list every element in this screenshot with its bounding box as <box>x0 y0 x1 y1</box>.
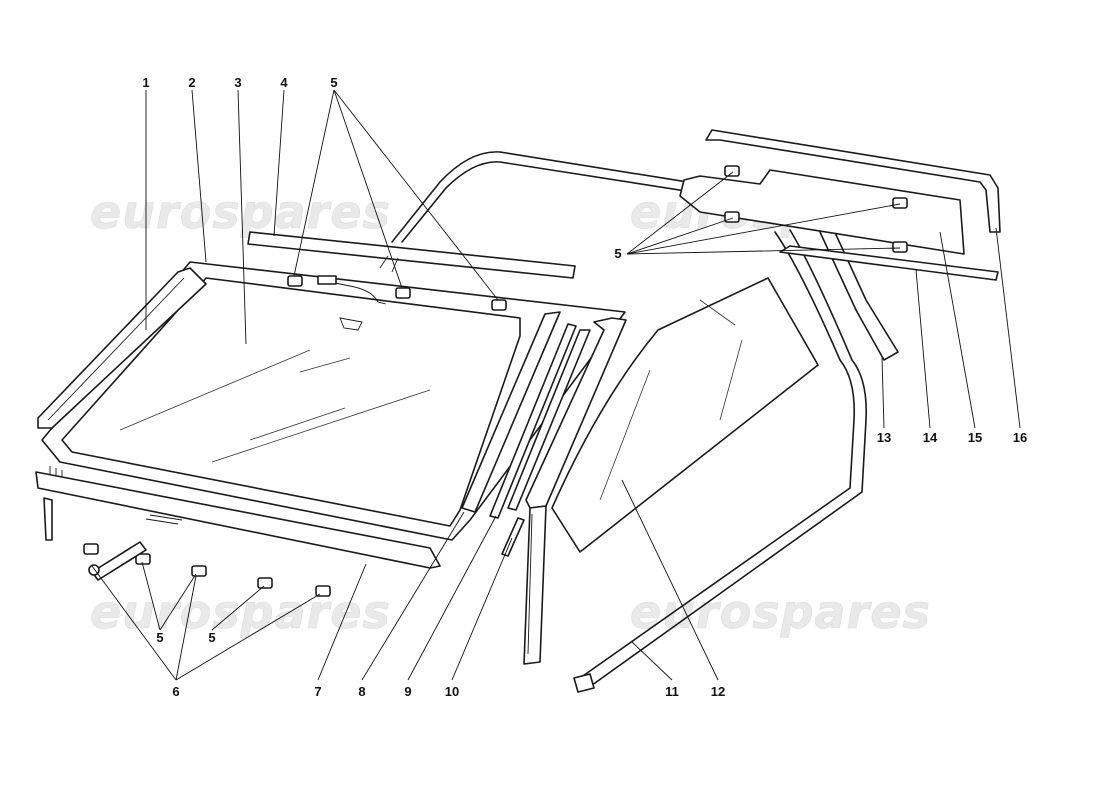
callout-7: 7 <box>314 684 321 699</box>
watermark-bottom-left: eurospares <box>90 585 391 639</box>
callout-4: 4 <box>280 75 288 90</box>
callout-3: 3 <box>234 75 241 90</box>
part-pillar-strips <box>461 311 627 665</box>
callout-5-top: 5 <box>330 75 337 90</box>
callout-10: 10 <box>445 684 459 699</box>
callout-labels: 1 2 3 4 5 5 5 5 6 7 8 9 10 11 12 13 14 1… <box>142 75 1027 699</box>
part-a-pillar-trim <box>37 267 207 429</box>
callout-15: 15 <box>968 430 982 445</box>
leader-lines <box>91 89 1021 681</box>
part-clips-roof <box>287 165 908 311</box>
part-roof-trim-strip <box>247 231 576 279</box>
callout-14: 14 <box>923 430 938 445</box>
callout-9: 9 <box>404 684 411 699</box>
callout-8: 8 <box>358 684 365 699</box>
callout-16: 16 <box>1013 430 1027 445</box>
part-clip-strip <box>501 517 525 557</box>
callout-5-lower-a: 5 <box>156 630 163 645</box>
callout-5-right: 5 <box>614 246 621 261</box>
callout-5-lower-b: 5 <box>208 630 215 645</box>
callout-11: 11 <box>665 684 679 699</box>
callout-6: 6 <box>172 684 179 699</box>
callout-2: 2 <box>188 75 195 90</box>
part-lower-seal <box>35 471 441 569</box>
callout-1: 1 <box>142 75 149 90</box>
part-door-glass <box>551 277 819 553</box>
watermark-top-left: eurospares <box>90 185 391 239</box>
part-rear-window-group <box>679 129 1001 281</box>
part-clips-lower <box>83 541 331 597</box>
watermark-bottom-right: eurospares <box>630 585 931 639</box>
callout-12: 12 <box>711 684 725 699</box>
callout-13: 13 <box>877 430 891 445</box>
